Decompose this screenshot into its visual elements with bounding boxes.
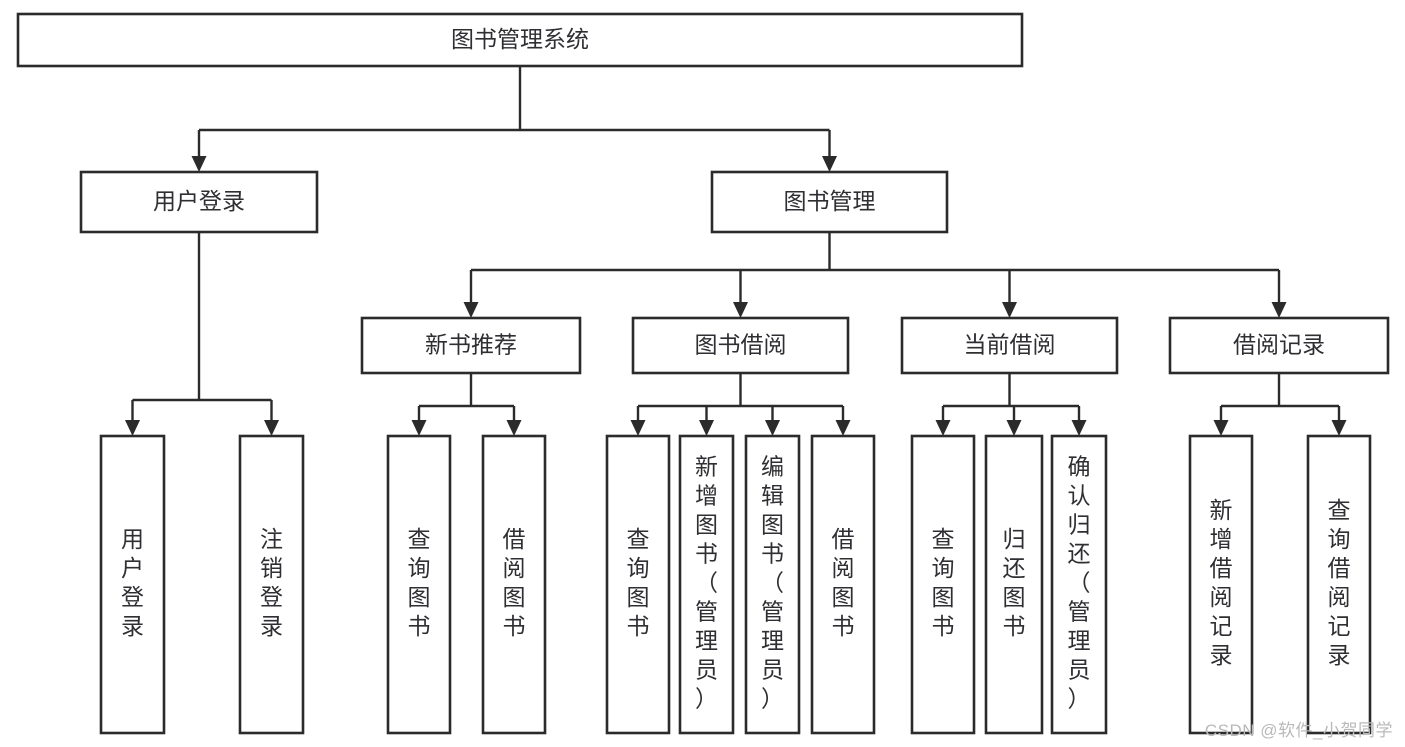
node-user-login-box[interactable] xyxy=(79,170,319,234)
book-borrow-to-leaves-branch-1-head xyxy=(699,420,714,436)
node-leaf-logout-login-label: 注销登录 xyxy=(260,526,283,639)
node-leaf-query-book-rec-box[interactable] xyxy=(386,434,452,735)
node-leaf-add-book-admin[interactable]: 新增图书（管理员） xyxy=(678,434,735,735)
node-leaf-edit-book-admin-box[interactable] xyxy=(744,434,801,735)
node-leaf-query-book-rec-label: 查询图书 xyxy=(408,526,431,639)
bookmanage-to-level3-branch-0-head xyxy=(463,302,479,318)
node-leaf-query-book-current-label: 查询图书 xyxy=(932,526,955,639)
node-leaf-borrow-book-rec[interactable]: 借阅图书 xyxy=(481,434,547,735)
node-leaf-borrow-book-borrow-box[interactable] xyxy=(810,434,876,735)
node-leaf-borrow-book-borrow-label: 借阅图书 xyxy=(832,526,855,639)
book-borrow-to-leaves-branch-2-head xyxy=(765,420,780,436)
node-current-borrow-label: 当前借阅 xyxy=(964,332,1056,358)
root-to-level2-branch-1-head xyxy=(822,156,837,172)
node-leaf-edit-book-admin-label: 编辑图书（管理员） xyxy=(761,454,784,712)
node-user-login[interactable]: 用户登录 xyxy=(79,170,319,234)
node-borrow-record-label: 借阅记录 xyxy=(1233,332,1325,358)
current-borrow-to-leaves-branch-2-head xyxy=(1071,420,1087,436)
node-user-login-label: 用户登录 xyxy=(153,188,245,214)
node-leaf-user-login-label: 用户登录 xyxy=(121,526,144,639)
userlogin-to-leaves-branch-1-head xyxy=(264,420,279,436)
node-book-manage[interactable]: 图书管理 xyxy=(710,170,949,234)
userlogin-to-leaves-branch-0-head xyxy=(125,420,140,436)
bookmanage-to-level3-branch-1-head xyxy=(733,302,748,318)
node-leaf-query-book-borrow[interactable]: 查询图书 xyxy=(605,434,671,735)
node-layer: 图书管理系统用户登录图书管理新书推荐图书借阅当前借阅借阅记录用户登录注销登录查询… xyxy=(16,12,1390,735)
node-book-borrow[interactable]: 图书借阅 xyxy=(631,316,850,375)
new-book-recommend-to-leaves-branch-0-head xyxy=(411,420,427,436)
node-leaf-add-book-admin-box[interactable] xyxy=(678,434,735,735)
node-leaf-borrow-book-rec-box[interactable] xyxy=(481,434,547,735)
bookmanage-to-level3-branch-3-head xyxy=(1271,302,1287,318)
new-book-recommend-to-leaves-branch-1-head xyxy=(506,420,522,436)
node-leaf-borrow-book-rec-label: 借阅图书 xyxy=(503,526,526,639)
node-leaf-borrow-book-borrow[interactable]: 借阅图书 xyxy=(810,434,876,735)
node-borrow-record[interactable]: 借阅记录 xyxy=(1168,316,1390,375)
node-leaf-user-login-box[interactable] xyxy=(99,434,166,735)
node-leaf-query-book-borrow-label: 查询图书 xyxy=(627,526,650,639)
node-leaf-return-book[interactable]: 归还图书 xyxy=(984,434,1044,735)
node-new-book-recommend-box[interactable] xyxy=(360,316,582,375)
node-leaf-add-book-admin-label: 新增图书（管理员） xyxy=(695,454,718,712)
node-book-manage-box[interactable] xyxy=(710,170,949,234)
node-root[interactable]: 图书管理系统 xyxy=(16,12,1024,68)
node-leaf-user-login[interactable]: 用户登录 xyxy=(99,434,166,735)
node-leaf-return-book-box[interactable] xyxy=(984,434,1044,735)
current-borrow-to-leaves-branch-0-head xyxy=(935,420,951,436)
book-borrow-to-leaves-branch-0-head xyxy=(630,420,646,436)
node-book-borrow-box[interactable] xyxy=(631,316,850,375)
node-leaf-confirm-return-admin-box[interactable] xyxy=(1050,434,1108,735)
node-root-label: 图书管理系统 xyxy=(451,26,589,52)
book-borrow-to-leaves-branch-3-head xyxy=(835,420,851,436)
node-leaf-query-book-current-box[interactable] xyxy=(910,434,976,735)
node-book-borrow-label: 图书借阅 xyxy=(695,332,787,358)
node-leaf-add-borrow-record-label: 新增借阅记录 xyxy=(1210,497,1233,668)
node-leaf-query-book-rec[interactable]: 查询图书 xyxy=(386,434,452,735)
node-leaf-edit-book-admin[interactable]: 编辑图书（管理员） xyxy=(744,434,801,735)
node-leaf-confirm-return-admin[interactable]: 确认归还（管理员） xyxy=(1050,434,1108,735)
node-leaf-query-borrow-record[interactable]: 查询借阅记录 xyxy=(1306,434,1372,735)
root-to-level2-branch-0-head xyxy=(191,156,207,172)
node-current-borrow[interactable]: 当前借阅 xyxy=(900,316,1119,375)
node-leaf-logout-login[interactable]: 注销登录 xyxy=(238,434,305,735)
node-current-borrow-box[interactable] xyxy=(900,316,1119,375)
node-borrow-record-box[interactable] xyxy=(1168,316,1390,375)
node-leaf-add-borrow-record[interactable]: 新增借阅记录 xyxy=(1188,434,1254,735)
node-leaf-confirm-return-admin-label: 确认归还（管理员） xyxy=(1068,454,1091,712)
bookmanage-to-level3-branch-2-head xyxy=(1002,302,1017,318)
node-leaf-return-book-label: 归还图书 xyxy=(1003,526,1026,639)
node-leaf-logout-login-box[interactable] xyxy=(238,434,305,735)
node-root-box[interactable] xyxy=(16,12,1024,68)
node-new-book-recommend-label: 新书推荐 xyxy=(425,332,517,358)
borrow-record-to-leaves-branch-1-head xyxy=(1331,420,1347,436)
node-leaf-query-book-current[interactable]: 查询图书 xyxy=(910,434,976,735)
node-leaf-query-book-borrow-box[interactable] xyxy=(605,434,671,735)
node-new-book-recommend[interactable]: 新书推荐 xyxy=(360,316,582,375)
node-leaf-query-borrow-record-box[interactable] xyxy=(1306,434,1372,735)
current-borrow-to-leaves-branch-1-head xyxy=(1006,420,1022,436)
borrow-record-to-leaves-branch-0-head xyxy=(1213,420,1229,436)
node-book-manage-label: 图书管理 xyxy=(784,188,876,214)
node-leaf-add-borrow-record-box[interactable] xyxy=(1188,434,1254,735)
connector-layer xyxy=(125,66,1347,436)
node-leaf-query-borrow-record-label: 查询借阅记录 xyxy=(1328,497,1351,668)
